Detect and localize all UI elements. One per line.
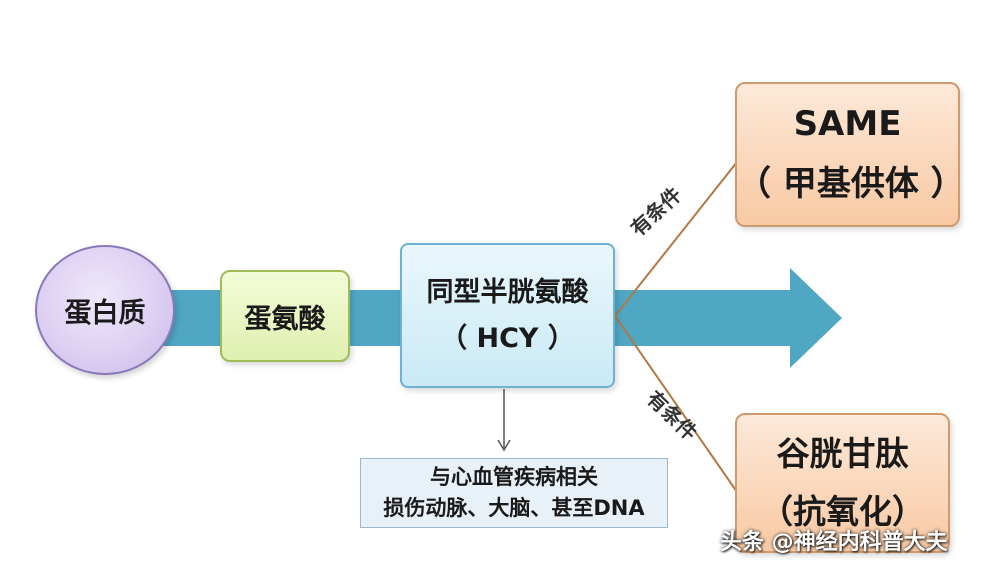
same-node: SAME （ 甲基供体 ） [735, 82, 965, 227]
same-label-line2: （ 甲基供体 ） [737, 163, 965, 204]
note-line2: 损伤动脉、大脑、甚至DNA [383, 496, 645, 520]
branch-line-upper [614, 161, 738, 317]
methionine-label: 蛋氨酸 [244, 303, 326, 335]
hcy-label-line2: （ HCY ） [440, 322, 575, 354]
glutathione-label-line1: 谷胱甘肽 [776, 434, 909, 474]
protein-node: 蛋白质 [35, 245, 175, 375]
note-line1: 与心血管疾病相关 [430, 464, 598, 489]
same-label-line1: SAME [793, 104, 902, 144]
methionine-node: 蛋氨酸 [220, 270, 350, 362]
disease-note-box: 与心血管疾病相关 损伤动脉、大脑、甚至DNA [360, 458, 668, 528]
watermark-text: 头条 @神经内科普大夫 [720, 530, 948, 555]
down-arrow-head [497, 439, 511, 452]
protein-label: 蛋白质 [64, 297, 146, 329]
hcy-label-line1: 同型半胱氨酸 [426, 276, 589, 308]
glutathione-node: 谷胱甘肽 （抗氧化） [735, 413, 950, 553]
glutathione-label-line2: （抗氧化） [760, 492, 925, 531]
hcy-node: 同型半胱氨酸 （ HCY ） [400, 243, 615, 388]
branch-line-lower [614, 315, 738, 493]
